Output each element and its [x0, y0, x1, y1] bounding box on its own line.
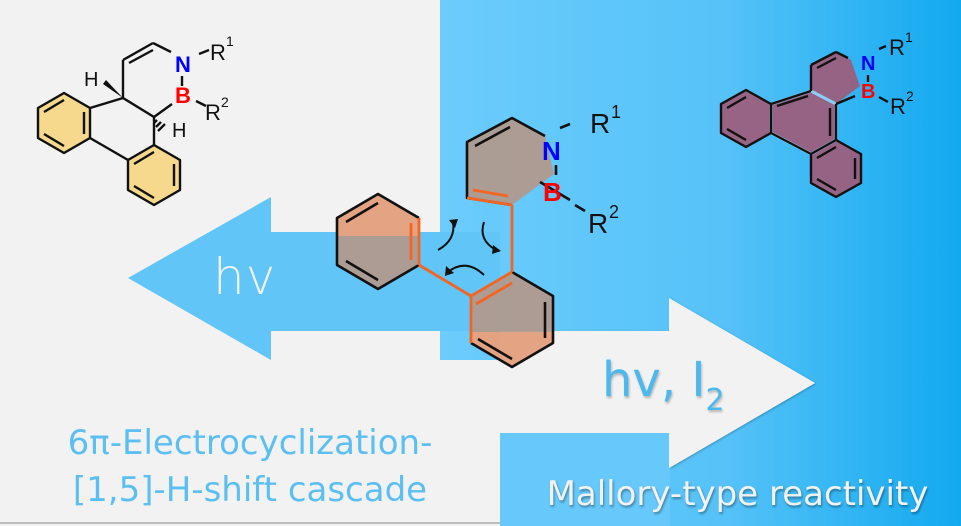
- center-b-atom: B: [543, 177, 562, 207]
- right-r1-label: R: [889, 35, 905, 60]
- hexatriene-highlight: [409, 188, 514, 343]
- right-b-atom: B: [861, 81, 875, 103]
- right-arrow-tip-fill: [669, 383, 815, 468]
- left-caption: 6π-Electrocyclization- [1,5]-H-shift cas…: [0, 420, 500, 514]
- left-n-atom: N: [175, 52, 191, 77]
- left-r1-label: R: [210, 40, 226, 65]
- left-r2-label: R: [205, 100, 221, 125]
- right-n-atom: N: [861, 53, 875, 75]
- left-h-bottom: H: [172, 120, 186, 142]
- left-r1-sup: 1: [226, 33, 234, 49]
- right-product-molecule: [719, 44, 889, 199]
- right-r1-sup: 1: [905, 29, 913, 45]
- left-product-molecule: [36, 41, 210, 207]
- left-h-top: H: [84, 69, 98, 91]
- left-caption-line1: 6π-Electrocyclization-: [67, 423, 433, 463]
- left-arrow-label: hv: [213, 248, 277, 306]
- left-r2-sup: 2: [221, 94, 229, 110]
- lower-gray-band: [0, 360, 500, 526]
- center-r2-label: R: [588, 208, 608, 239]
- center-n-atom: N: [542, 136, 561, 166]
- right-caption: Mallory-type reactivity: [546, 474, 929, 514]
- center-r2-sup: 2: [609, 202, 619, 222]
- center-r1-sup: 1: [611, 102, 621, 122]
- center-reactant-molecule: [335, 116, 586, 369]
- left-caption-line2: [1,5]-H-shift cascade: [72, 470, 428, 510]
- right-arrow-label-subscript: 2: [705, 383, 725, 418]
- lower-blue-tab: [500, 433, 670, 526]
- left-b-atom: B: [175, 83, 191, 108]
- gray-background-region: [0, 0, 439, 231]
- right-arrow-label: hv, I2: [602, 352, 725, 418]
- center-r1-label: R: [590, 108, 610, 139]
- electron-arrows: [437, 219, 501, 276]
- right-r2-label: R: [890, 94, 906, 119]
- right-r2-sup: 2: [906, 88, 914, 104]
- right-arrow-label-main: hv, I: [602, 352, 706, 408]
